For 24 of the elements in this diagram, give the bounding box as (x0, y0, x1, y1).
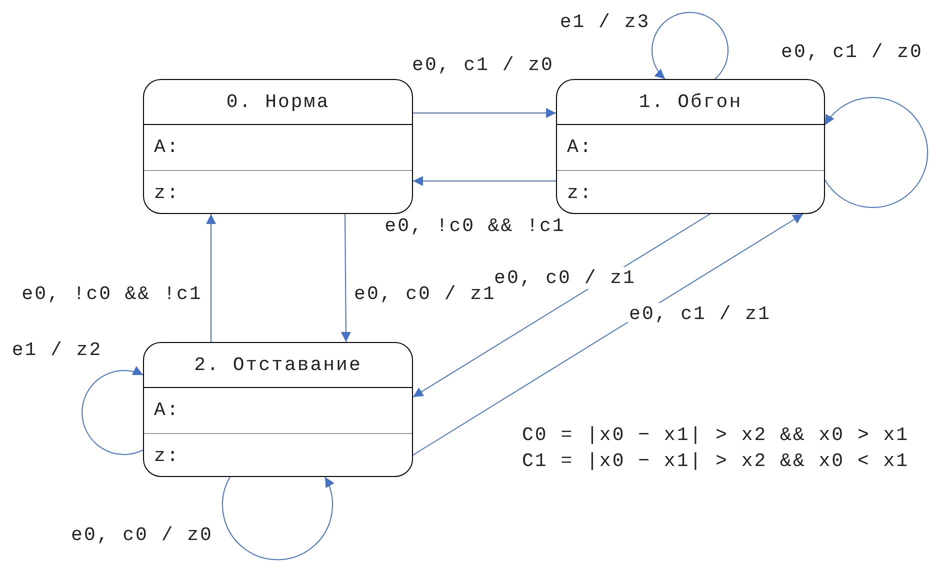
transition-arrow (824, 97, 928, 208)
transition-arrow (412, 176, 556, 186)
section-label: z: (567, 182, 593, 204)
condition-formula: C1 = |x0 − x1| > x2 && x0 < x1 (522, 450, 910, 472)
transition-arrow (82, 366, 144, 455)
state-title: 1. Обгон (638, 91, 742, 113)
condition-formula: C0 = |x0 − x1| > x2 && x0 > x1 (522, 424, 910, 446)
section-label: A: (567, 136, 593, 158)
state-title: 0. Норма (226, 91, 330, 113)
section-label: z: (154, 182, 180, 204)
state-box (143, 79, 413, 214)
section-label: A: (154, 136, 180, 158)
transition-arrow (412, 214, 710, 398)
section-label: A: (154, 399, 180, 421)
state-title: 2. Отставание (194, 354, 362, 376)
transition-arrow (206, 214, 216, 342)
state-box (143, 342, 413, 477)
section-label: z: (154, 445, 180, 467)
transition-arrow (412, 108, 556, 118)
state-box (556, 79, 825, 214)
transition-arrow (340, 214, 351, 342)
transition-arrow (222, 476, 334, 560)
transition-arrow (652, 12, 728, 80)
transition-arrow (412, 214, 804, 456)
